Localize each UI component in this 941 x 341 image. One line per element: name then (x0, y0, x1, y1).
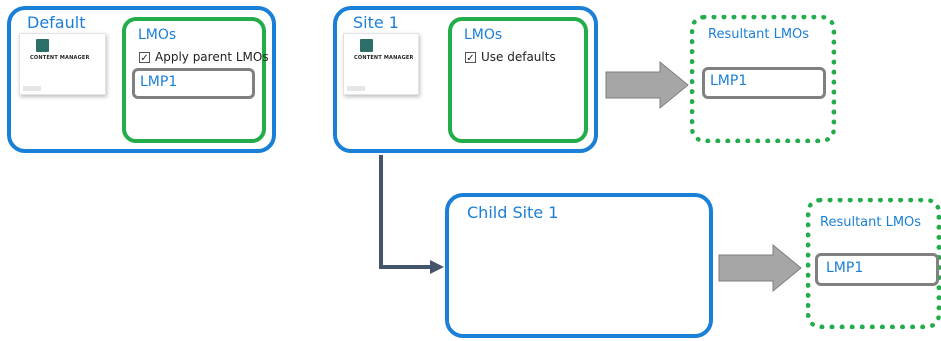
content-manager-logo-icon (360, 39, 373, 52)
site1-thumbnail: CONTENT MANAGER (343, 33, 419, 95)
use-defaults-label: Use defaults (481, 50, 556, 64)
resultant-top-lmp-label: LMP1 (710, 73, 748, 89)
thumbnail-brand-text: CONTENT MANAGER (30, 55, 90, 61)
default-lmp-label: LMP1 (140, 74, 178, 90)
default-lmp-box (132, 68, 255, 99)
use-defaults-checkbox[interactable]: ✓ Use defaults (465, 50, 556, 64)
thumbnail-brand-text: CONTENT MANAGER (354, 55, 414, 61)
checkbox-checked-icon[interactable]: ✓ (465, 51, 476, 64)
resultant-bottom-lmp-label: LMP1 (826, 260, 864, 276)
apply-parent-lmos-checkbox[interactable]: ✓ Apply parent LMOs (139, 50, 269, 64)
default-site-title: Default (27, 13, 86, 32)
site1-lmos-box (448, 17, 588, 143)
block-arrow-bottom (718, 243, 802, 293)
thumbnail-bar (347, 86, 365, 91)
content-manager-logo-icon (36, 39, 49, 52)
block-arrow-top (605, 60, 689, 110)
resultant-lmos-top-title: Resultant LMOs (708, 27, 810, 42)
thumbnail-bar (23, 86, 41, 91)
checkbox-checked-icon[interactable]: ✓ (139, 51, 150, 64)
site1-to-child-connector (379, 155, 432, 269)
site1-lmos-title: LMOs (464, 27, 503, 43)
connector-arrowhead-icon (430, 260, 444, 274)
apply-parent-lmos-label: Apply parent LMOs (155, 50, 269, 64)
resultant-bottom-lmp-box (815, 253, 939, 286)
resultant-lmos-bottom-title: Resultant LMOs (820, 215, 922, 230)
default-site-thumbnail: CONTENT MANAGER (19, 33, 106, 95)
default-lmos-title: LMOs (138, 27, 177, 43)
child-site1-box (445, 193, 713, 338)
site1-title: Site 1 (353, 13, 399, 32)
child-site1-title: Child Site 1 (467, 203, 559, 222)
resultant-top-lmp-box (702, 67, 826, 99)
